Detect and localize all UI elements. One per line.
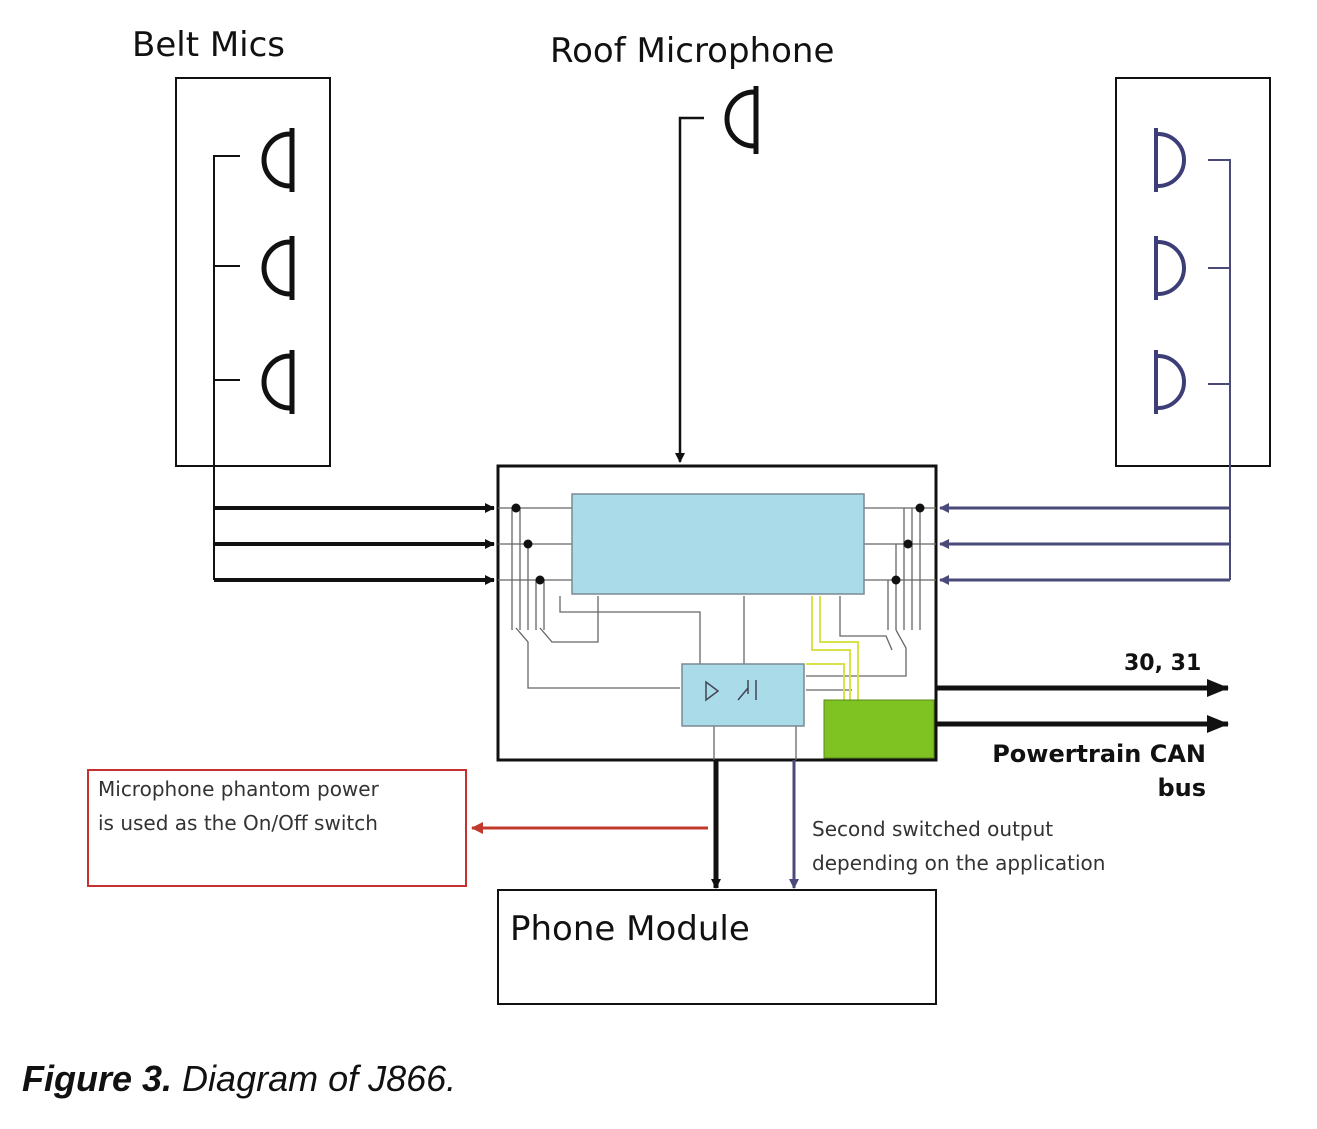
phone-module-label: Phone Module xyxy=(510,909,750,949)
phone-module-box xyxy=(497,889,937,1005)
microphone-icon xyxy=(1154,350,1186,414)
right-input-wires xyxy=(939,503,1230,585)
roof-microphone-label: Roof Microphone xyxy=(550,31,834,71)
output-label-can-line2: bus xyxy=(1157,774,1206,802)
second-output-line2: depending on the application xyxy=(812,851,1105,875)
power-output: 30, 31 xyxy=(936,651,1229,697)
left-input-wires xyxy=(214,503,495,585)
microphone-icon xyxy=(261,128,295,192)
figure-caption-text: Diagram of J866. xyxy=(182,1058,457,1099)
output-label-can-line1: Powertrain CAN xyxy=(992,740,1206,768)
can-interface-block xyxy=(823,699,935,759)
microphone-icon xyxy=(1154,128,1186,192)
figure-caption: Figure 3. Diagram of J866. xyxy=(22,1058,456,1100)
microphone-icon xyxy=(261,350,295,414)
right-belt-mics-group xyxy=(1115,77,1271,580)
left-belt-mics-box xyxy=(175,77,331,467)
right-belt-mics-box xyxy=(1115,77,1271,467)
can-output: Powertrain CAN bus xyxy=(936,715,1229,802)
phone-module: Phone Module xyxy=(497,889,937,1005)
left-belt-mics-group xyxy=(175,77,331,580)
belt-mics-label: Belt Mics xyxy=(132,25,285,65)
microphone-icon xyxy=(724,86,759,154)
microphone-icon xyxy=(261,236,295,300)
output-label-power: 30, 31 xyxy=(1124,651,1201,676)
roof-microphone xyxy=(675,86,759,463)
second-output-line1: Second switched output xyxy=(812,817,1053,841)
phantom-power-note: Microphone phantom power is used as the … xyxy=(87,769,467,887)
microphone-icon xyxy=(1154,236,1186,300)
dsp-block xyxy=(571,493,865,595)
phantom-note-line1: Microphone phantom power xyxy=(98,777,380,801)
switch-block xyxy=(681,663,805,727)
figure-number: Figure 3. xyxy=(22,1058,173,1099)
phantom-note-line2: is used as the On/Off switch xyxy=(98,811,378,835)
j866-module xyxy=(496,464,938,762)
